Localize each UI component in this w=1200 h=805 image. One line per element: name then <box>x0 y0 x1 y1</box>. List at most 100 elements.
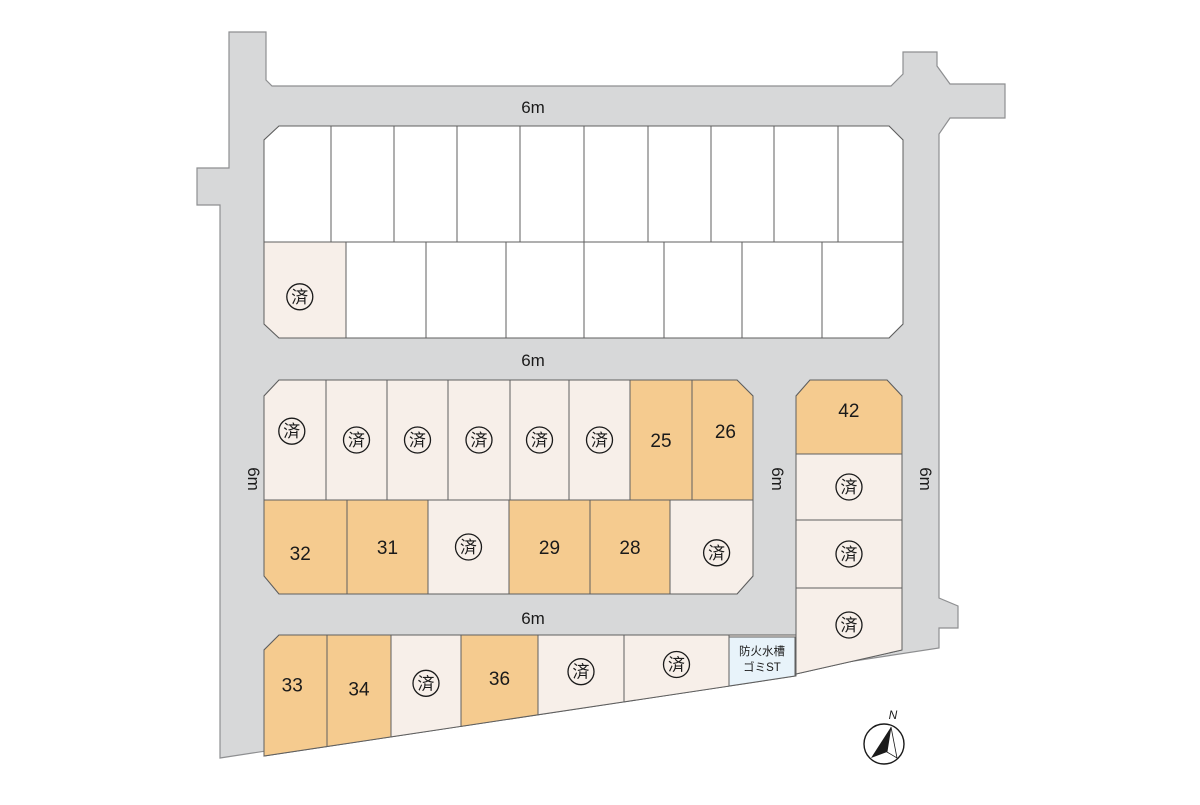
lot-34[interactable]: 34 <box>326 634 392 748</box>
sold-mark: 済 <box>460 538 477 557</box>
sold-circle-icon <box>525 426 554 454</box>
lot-area <box>647 125 712 243</box>
compass-needle-light <box>886 726 898 759</box>
sold-mark: 済 <box>841 545 858 564</box>
road-label-west: 6m <box>244 467 263 491</box>
lot-area <box>821 241 904 339</box>
sold-circle-icon <box>702 539 731 567</box>
lot-vacant-block-a-bottom-row-2[interactable] <box>425 241 507 339</box>
facility-label-line2: ゴミST <box>743 660 781 674</box>
compass-north-label: N <box>889 708 898 722</box>
road-label-middle: 6m <box>521 351 545 370</box>
lot-vacant-block-a-top-row-1[interactable] <box>330 125 395 243</box>
lot-vacant-block-a-bottom-row-1[interactable] <box>345 241 427 339</box>
lot-33[interactable]: 33 <box>263 634 328 757</box>
lot-sold-block-b-bottom-row-5[interactable]: 済 <box>669 499 754 595</box>
sold-circle-icon <box>585 426 614 454</box>
sold-circle-icon <box>403 426 432 454</box>
sold-mark: 済 <box>573 663 590 682</box>
road-label-north: 6m <box>521 98 545 117</box>
sold-mark: 済 <box>708 544 725 563</box>
lot-vacant-block-a-bottom-row-7[interactable] <box>821 241 904 339</box>
facility-label-line1: 防火水槽 <box>739 644 785 658</box>
compass-needle-icon <box>871 727 891 758</box>
lot-vacant-block-a-bottom-row-5[interactable] <box>663 241 743 339</box>
sold-circle-icon <box>412 669 440 697</box>
lot-sold-block-c-2[interactable]: 済 <box>795 519 903 589</box>
sold-mark: 済 <box>591 431 608 450</box>
lot-area <box>263 634 328 757</box>
lot-number: 36 <box>489 669 510 690</box>
sold-circle-icon <box>286 283 314 311</box>
sold-circle-icon <box>342 426 371 454</box>
lot-number: 28 <box>619 538 640 559</box>
lot-area <box>330 125 395 243</box>
lot-vacant-block-a-top-row-4[interactable] <box>519 125 585 243</box>
sold-circle-icon <box>465 426 493 454</box>
facility-box: 防火水槽 ゴミST <box>728 636 796 687</box>
sold-mark: 済 <box>471 431 488 450</box>
lot-sold-block-b-top-row-5[interactable]: 済 <box>568 379 631 501</box>
lot-vacant-block-a-bottom-row-4[interactable] <box>583 241 665 339</box>
lot-vacant-block-a-top-row-6[interactable] <box>647 125 712 243</box>
lot-area <box>773 125 839 243</box>
sold-mark: 済 <box>348 431 365 450</box>
lot-area <box>263 499 348 595</box>
lot-25[interactable]: 25 <box>629 379 693 501</box>
lot-vacant-block-a-top-row-2[interactable] <box>393 125 458 243</box>
lot-number: 26 <box>715 422 736 443</box>
lot-vacant-block-a-top-row-8[interactable] <box>773 125 839 243</box>
sold-circle-icon <box>454 533 483 561</box>
lot-sold-block-d-4[interactable]: 済 <box>537 634 625 716</box>
lot-vacant-block-a-top-row-9[interactable] <box>837 125 904 243</box>
lot-vacant-block-a-bottom-row-6[interactable] <box>741 241 823 339</box>
lot-32[interactable]: 32 <box>263 499 348 595</box>
lot-vacant-block-a-top-row-3[interactable] <box>456 125 521 243</box>
sold-circle-icon <box>835 473 863 501</box>
sold-mark: 済 <box>418 674 435 693</box>
lot-area <box>837 125 904 243</box>
lot-sold-block-a-bottom-row-0[interactable]: 済 <box>263 241 347 339</box>
lot-area <box>456 125 521 243</box>
lot-sold-block-b-top-row-0[interactable]: 済 <box>263 379 327 501</box>
lot-31[interactable]: 31 <box>346 499 429 595</box>
road-label-east: 6m <box>916 467 935 491</box>
lot-number: 29 <box>539 538 560 559</box>
lot-sold-block-b-top-row-4[interactable]: 済 <box>509 379 570 501</box>
lot-vacant-block-a-top-row-7[interactable] <box>710 125 775 243</box>
lot-sold-block-d-5[interactable]: 済 <box>623 634 730 703</box>
lot-area <box>393 125 458 243</box>
lot-sold-block-d-2[interactable]: 済 <box>390 634 462 738</box>
lot-number: 42 <box>838 401 859 422</box>
lot-sold-block-b-top-row-3[interactable]: 済 <box>447 379 511 501</box>
sold-mark: 済 <box>531 431 548 450</box>
lot-area <box>583 125 649 243</box>
sold-mark: 済 <box>409 431 426 450</box>
lot-sold-block-b-bottom-row-2[interactable]: 済 <box>427 499 510 595</box>
road-labels: 6m 6m 6m 6m 6m 6m <box>244 98 935 628</box>
sold-mark: 済 <box>841 616 858 635</box>
lot-29[interactable]: 29 <box>508 499 591 595</box>
road-label-center: 6m <box>768 467 787 491</box>
lot-28[interactable]: 28 <box>589 499 671 595</box>
lot-vacant-block-a-top-row-5[interactable] <box>583 125 649 243</box>
lot-42[interactable]: 42 <box>795 379 903 455</box>
block-b-top-row: 済 済 済 済 済 済 25 26 <box>263 379 754 501</box>
lot-area <box>663 241 743 339</box>
sold-circle-icon <box>662 650 691 679</box>
lot-vacant-block-a-bottom-row-3[interactable] <box>505 241 585 339</box>
lot-sold-block-b-top-row-2[interactable]: 済 <box>386 379 449 501</box>
lot-sold-block-b-top-row-1[interactable]: 済 <box>325 379 388 501</box>
lot-sold-block-c-1[interactable]: 済 <box>795 453 903 521</box>
lot-sold-block-c-3[interactable]: 済 <box>795 587 903 675</box>
compass: N <box>863 708 905 765</box>
lot-vacant-block-a-top-row-0[interactable] <box>263 125 332 243</box>
lot-26[interactable]: 26 <box>691 379 754 501</box>
lot-36[interactable]: 36 <box>460 634 539 727</box>
sold-mark: 済 <box>668 655 685 674</box>
